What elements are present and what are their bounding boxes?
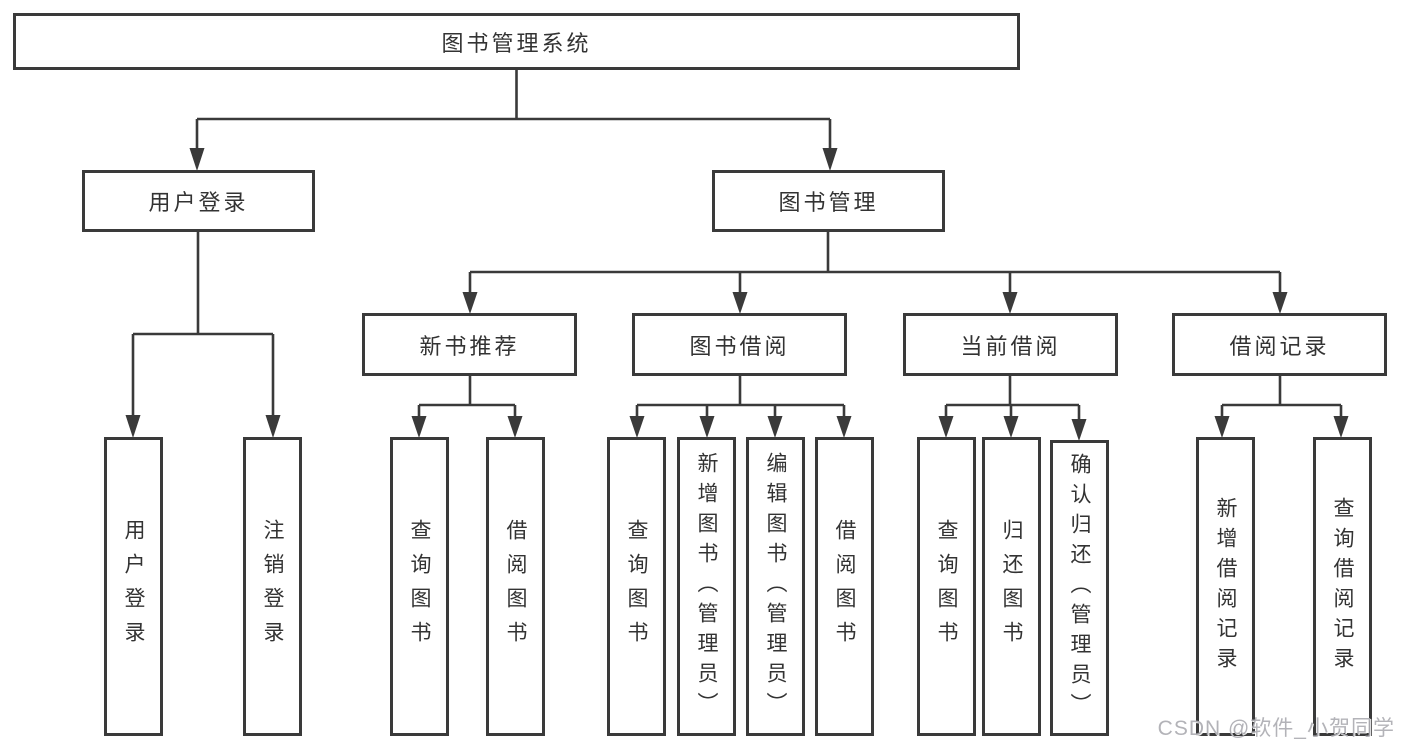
leaf-confirm-return-admin: 确认归还（管理员） (1050, 440, 1109, 736)
node-current-borrow: 当前借阅 (903, 313, 1118, 376)
node-book-management-label: 图书管理 (778, 190, 879, 215)
leaf-query-books-recommend-label: 查询图书 (408, 518, 431, 655)
leaf-logout-label: 注销登录 (261, 518, 284, 655)
leaf-return-books-label: 归还图书 (1000, 518, 1023, 655)
leaf-borrow-books-borrow-label: 借阅图书 (833, 518, 856, 655)
node-book-borrow: 图书借阅 (632, 313, 847, 376)
connector-root-to-level2 (195, 70, 832, 151)
csdn-watermark: CSDN @软件_小贺同学 (1157, 717, 1395, 740)
leaf-add-books-admin: 新增图书（管理员） (677, 437, 736, 736)
node-library-system: 图书管理系统 (13, 13, 1020, 70)
leaf-query-books-current-label: 查询图书 (935, 518, 958, 655)
node-user-login: 用户登录 (82, 170, 315, 232)
connector-current-to-leaves (944, 376, 1081, 421)
connector-borrow-to-leaves (635, 376, 846, 418)
arrowheads (125, 148, 1349, 441)
leaf-query-books-borrow-label: 查询图书 (625, 518, 648, 655)
leaf-add-borrow-record-label: 新增借阅记录 (1214, 496, 1237, 677)
leaf-logout: 注销登录 (243, 437, 302, 736)
leaf-borrow-books-recommend: 借阅图书 (486, 437, 545, 736)
leaf-edit-books-admin-label: 编辑图书（管理员） (764, 451, 787, 722)
node-new-book-recommend-label: 新书推荐 (419, 333, 520, 359)
leaf-return-books: 归还图书 (982, 437, 1041, 736)
leaf-borrow-books-borrow: 借阅图书 (815, 437, 874, 736)
connector-userlogin-to-leaves (131, 232, 275, 418)
connector-recommend-to-leaves (417, 376, 517, 418)
leaf-borrow-books-recommend-label: 借阅图书 (504, 518, 527, 655)
node-new-book-recommend: 新书推荐 (362, 313, 577, 376)
leaf-query-books-borrow: 查询图书 (607, 437, 666, 736)
node-user-login-label: 用户登录 (148, 190, 249, 215)
leaf-edit-books-admin: 编辑图书（管理员） (746, 437, 805, 736)
leaf-query-books-recommend: 查询图书 (390, 437, 449, 736)
node-library-system-label: 图书管理系统 (441, 30, 592, 56)
node-borrow-records: 借阅记录 (1172, 313, 1387, 376)
leaf-query-borrow-record-label: 查询借阅记录 (1331, 496, 1354, 677)
leaf-add-borrow-record: 新增借阅记录 (1196, 437, 1255, 736)
leaf-query-borrow-record: 查询借阅记录 (1313, 437, 1372, 736)
connector-records-to-leaves (1220, 376, 1343, 418)
node-current-borrow-label: 当前借阅 (960, 333, 1061, 359)
node-book-management: 图书管理 (712, 170, 945, 232)
leaf-query-books-current: 查询图书 (917, 437, 976, 736)
leaf-confirm-return-admin-label: 确认归还（管理员） (1068, 453, 1091, 723)
connector-bookmgmt-to-level3 (468, 232, 1282, 294)
node-book-borrow-label: 图书借阅 (689, 333, 790, 359)
leaf-add-books-admin-label: 新增图书（管理员） (695, 451, 718, 722)
node-borrow-records-label: 借阅记录 (1229, 333, 1330, 359)
leaf-user-login: 用户登录 (104, 437, 163, 736)
leaf-user-login-label: 用户登录 (122, 518, 145, 655)
